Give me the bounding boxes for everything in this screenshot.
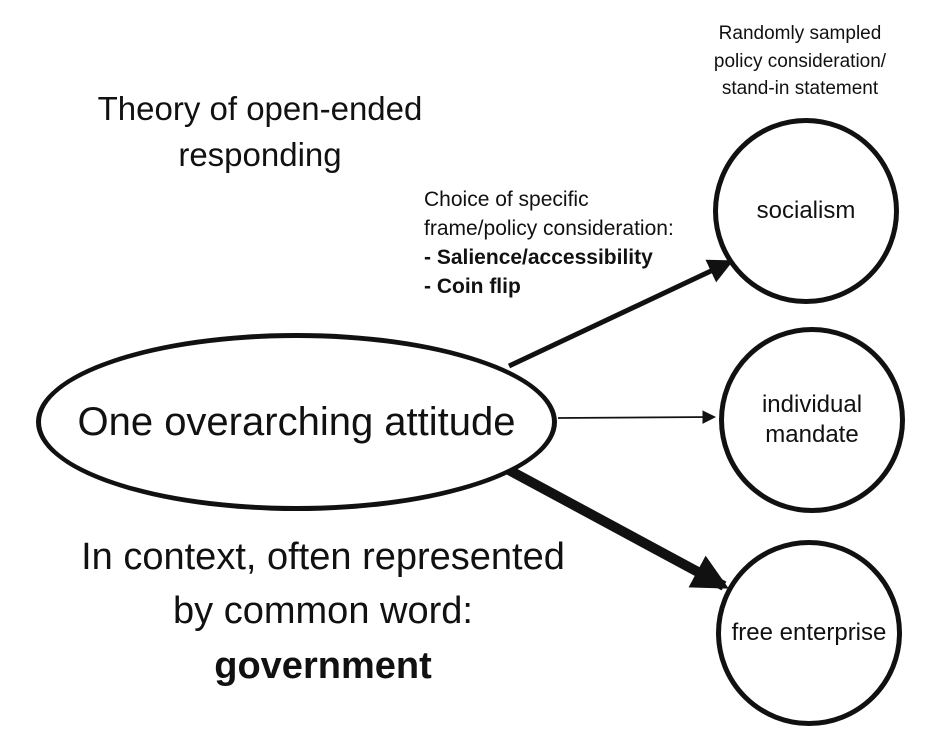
randomly-sampled-label: Randomly sampled policy consideration/ s… bbox=[672, 20, 928, 103]
context-representation-label: In context, often represented by common … bbox=[8, 530, 638, 693]
context-label-government: government bbox=[214, 644, 432, 687]
choice-label-line1: Choice of specific bbox=[424, 188, 589, 211]
choice-of-frame-label: Choice of specific frame/policy consider… bbox=[424, 186, 730, 302]
randomly-sampled-label-line2: policy consideration/ bbox=[713, 50, 887, 72]
individual-mandate-label-line1: individual bbox=[761, 391, 863, 418]
diagram-title: Theory of open-ended responding bbox=[50, 86, 470, 178]
choice-label-coin-flip: - Coin flip bbox=[424, 274, 521, 298]
individual-mandate-label-line2: mandate bbox=[765, 421, 859, 448]
randomly-sampled-label-line3: stand-in statement bbox=[721, 78, 879, 100]
choice-label-line2: frame/policy consideration: bbox=[424, 216, 674, 240]
socialism-node-label: socialism bbox=[756, 197, 856, 224]
context-label-line1: In context, often represented bbox=[81, 536, 565, 578]
arrow-to-individual-mandate bbox=[557, 410, 717, 424]
context-label-line2: by common word: bbox=[173, 590, 473, 633]
free-enterprise-label-line2: enterprise bbox=[779, 619, 887, 646]
choice-label-salience: - Salience/accessibility bbox=[424, 245, 653, 269]
node-one-overarching-attitude: One overarching attitude bbox=[36, 333, 557, 511]
randomly-sampled-label-line1: Randomly sampled bbox=[718, 23, 882, 44]
node-free-enterprise: free enterprise bbox=[716, 540, 902, 726]
attitude-node-label: One overarching attitude bbox=[77, 399, 516, 444]
node-individual-mandate: individual mandate bbox=[719, 327, 905, 513]
free-enterprise-label-line1: free bbox=[731, 619, 773, 646]
diagram-title-line2: responding bbox=[178, 136, 342, 174]
node-socialism: socialism bbox=[713, 118, 899, 304]
diagram-title-line1: Theory of open-ended bbox=[97, 90, 423, 127]
